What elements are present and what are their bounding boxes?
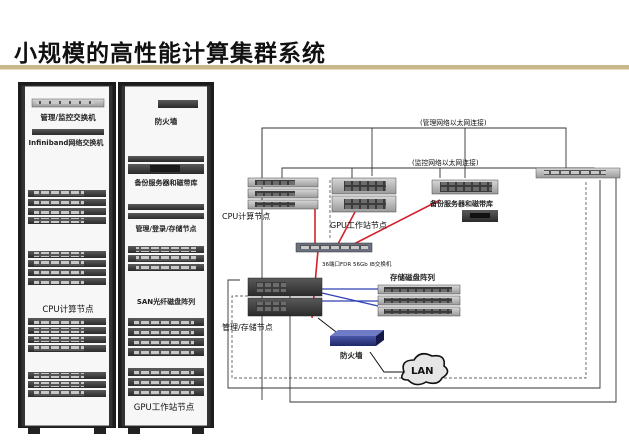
- storage-links: [321, 288, 379, 307]
- cpu-nodes-label: CPU计算节点: [222, 211, 270, 221]
- mgmt-storage-label: 管理/存储节点: [222, 322, 273, 332]
- firewall-device: [330, 330, 384, 346]
- rack-right-mgmt-login-label: 管理/登录/存储节点: [135, 224, 196, 233]
- monitor-network-label: (监控网络以太网连接): [412, 158, 479, 167]
- rack-left-cpu-servers-1: [28, 190, 106, 224]
- title-underline-shadow: [0, 69, 629, 70]
- gpu-nodes-label: GPU工作站节点: [330, 220, 387, 230]
- ethernet-switch: [535, 167, 621, 179]
- rack-left-cpu-servers-3: [28, 318, 106, 397]
- firewall-label: 防火墙: [340, 350, 363, 360]
- title-underline: [0, 65, 629, 69]
- dashed-lines: [231, 180, 587, 379]
- rack-right-mgmt-login-server: [128, 204, 204, 210]
- rack-left-cpu-nodes-label: CPU计算节点: [42, 304, 94, 315]
- rack-right-backup-server: [128, 156, 204, 162]
- rack-right-gpu-servers: [128, 318, 204, 396]
- cpu-node-servers: [247, 177, 319, 210]
- ib-switch-device: [295, 242, 373, 253]
- backup-label: 备份服务器和磁带库: [429, 199, 493, 208]
- rack-right-firewall-label: 防火墙: [155, 116, 178, 126]
- backup-server-devices: [431, 179, 499, 222]
- rack-left-cpu-servers-2: [28, 251, 106, 285]
- rack-right-gpu-label: GPU工作站节点: [134, 402, 195, 413]
- mgmt-network-label: (管理网络以太网连接): [420, 118, 487, 127]
- storage-array-label: 存储磁盘阵列: [389, 272, 435, 282]
- rack-left-mgmt-switch-label: 管理/监控交换机: [40, 112, 96, 122]
- storage-array-devices: [377, 284, 461, 317]
- rack-right: 防火墙 备份服务器和磁带库 管理/登录/存储节点 SAN光纤磁盘阵列 GPU工作…: [118, 82, 214, 434]
- rack-right-san-array: [128, 246, 204, 271]
- rack-right-backup-label: 备份服务器和磁带库: [134, 178, 198, 187]
- ib-switch-label: 36端口FDR 56Gb IB交换机: [322, 260, 392, 268]
- mgmt-storage-servers: [247, 277, 323, 317]
- rack-right-firewall: [158, 100, 198, 108]
- page-title: 小规模的高性能计算集群系统: [14, 40, 326, 67]
- gpu-workstation-servers: [331, 177, 397, 213]
- rack-left-ib-switch: [32, 129, 104, 135]
- rack-left: 管理/监控交换机 Infiniband网络交换机 CPU计算节点: [18, 82, 116, 434]
- rack-right-san-label: SAN光纤磁盘阵列: [137, 297, 195, 306]
- rack-left-ib-switch-label: Infiniband网络交换机: [29, 138, 104, 147]
- lan-label: LAN: [411, 366, 433, 377]
- lan-cloud-icon: [400, 352, 449, 386]
